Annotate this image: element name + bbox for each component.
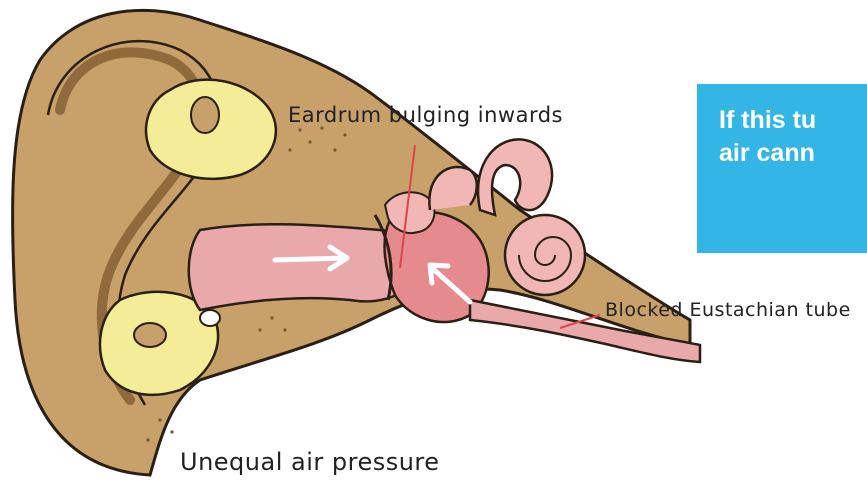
callout-line-1: If this tu (719, 104, 867, 137)
cochlea (505, 215, 585, 295)
bone-hole (200, 310, 220, 326)
callout-line-2: air cann (719, 137, 867, 170)
pressure-label: Unequal air pressure (180, 448, 440, 476)
bone-hole (191, 97, 219, 133)
eustachian-label: Blocked Eustachian tube (605, 299, 851, 321)
ear-canal (189, 224, 416, 310)
bone-hole (134, 323, 166, 347)
eardrum-label: Eardrum bulging inwards (288, 103, 563, 127)
info-callout-box: If this tu air cann (697, 84, 867, 253)
